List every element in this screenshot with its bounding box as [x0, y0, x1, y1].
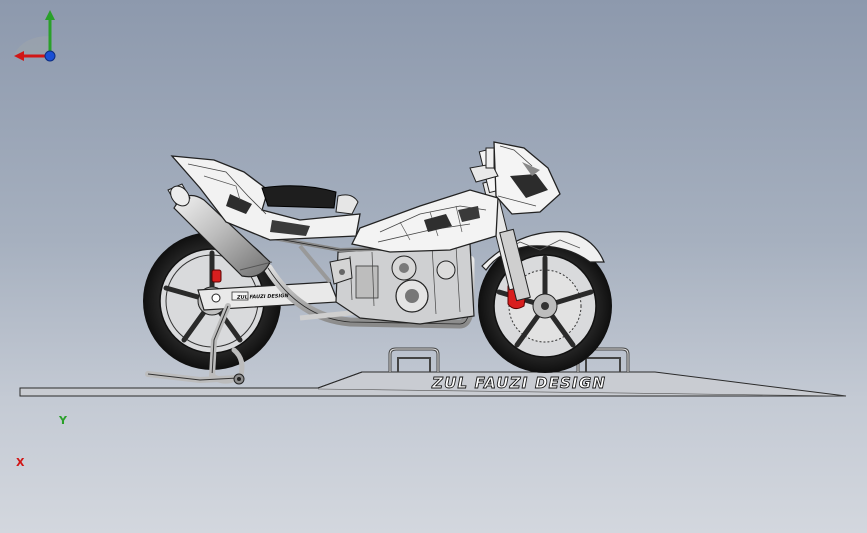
handlebar	[469, 147, 499, 183]
rear-brake-caliper	[211, 269, 222, 283]
exhaust-muffler	[167, 183, 273, 278]
footpeg-bracket	[329, 257, 353, 285]
rear-paddock-stand	[145, 303, 245, 385]
seat	[261, 185, 359, 215]
tail-section	[170, 155, 361, 241]
fuel-tank-fairing	[351, 189, 499, 253]
view-orientation-triad	[14, 10, 56, 62]
ramp-brand-text: ZUL FAUZI DESIGN	[432, 374, 607, 393]
triad-y-label: Y	[59, 414, 67, 427]
ramp-platform	[19, 371, 847, 397]
engine	[335, 243, 475, 325]
triad-x-label: X	[16, 456, 25, 469]
front-fairing	[493, 141, 561, 215]
